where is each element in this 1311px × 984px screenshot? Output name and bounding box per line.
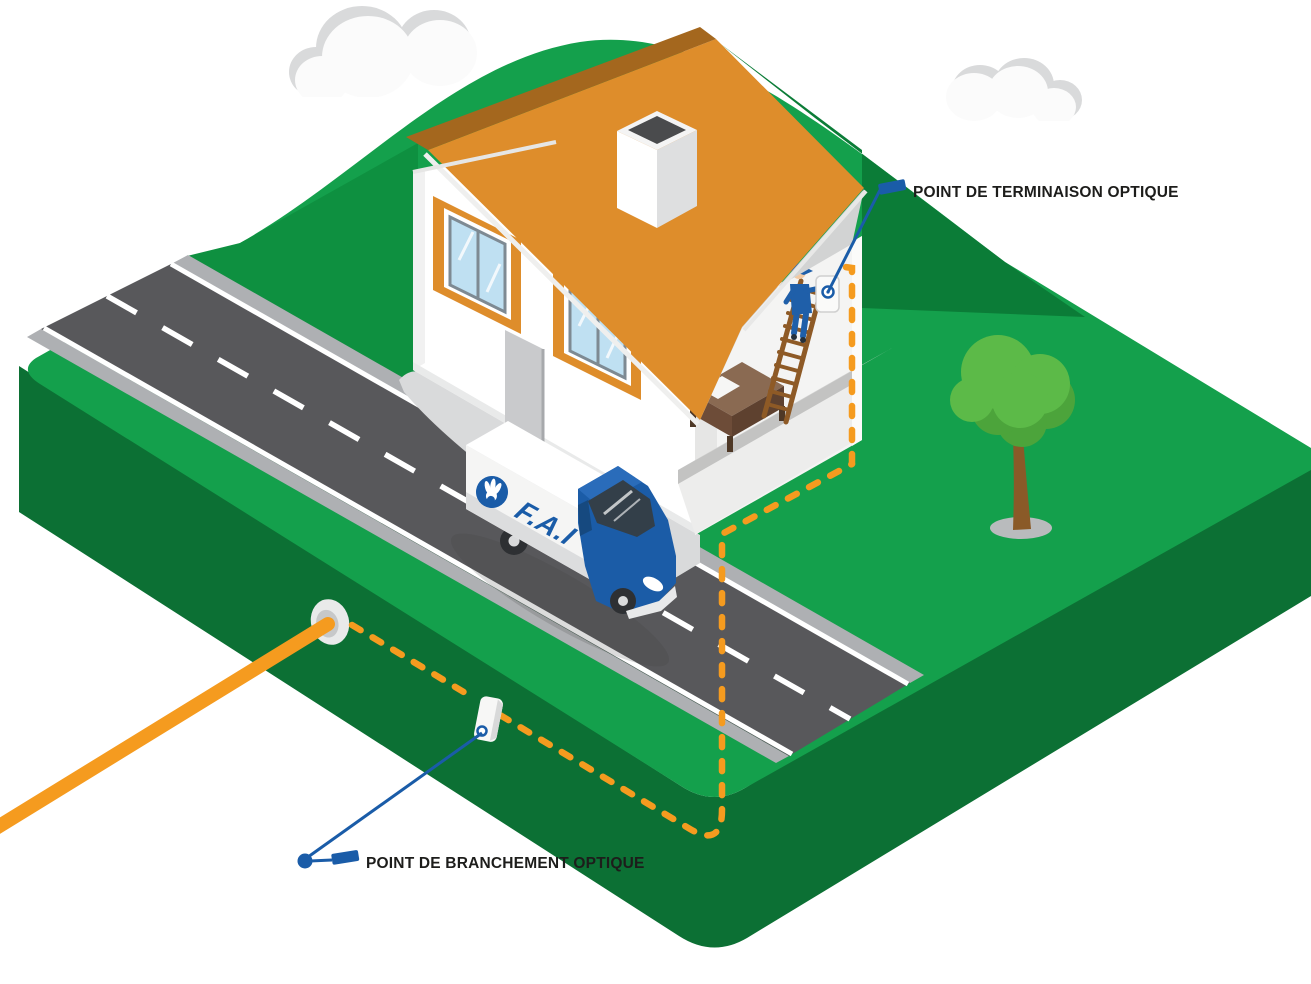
branching-label-group: POINT DE BRANCHEMENT OPTIQUE [297, 731, 645, 872]
road-center-dashed-line [105, 293, 852, 722]
branching-pointer-dot [297, 853, 313, 869]
roof-fascia-cut [742, 189, 868, 332]
termination-pointer-bar [878, 179, 907, 195]
house-wall-left-shade [413, 170, 425, 370]
roof-gable-edge [412, 140, 557, 174]
fiber-dotted-path-underground [348, 460, 856, 839]
branching-pointer-bar [331, 850, 360, 865]
roof-main [428, 39, 864, 420]
roof-fascia-front [423, 152, 700, 426]
van-box-shade-band [466, 492, 612, 592]
fiber-dotted-path-wall [834, 262, 856, 468]
termination-pointer-line [826, 189, 882, 293]
roof-soffit [695, 189, 864, 420]
branching-label: POINT DE BRANCHEMENT OPTIQUE [366, 855, 645, 872]
van-headlight [642, 576, 664, 592]
window-left [433, 196, 521, 334]
chimney-opening [628, 116, 686, 144]
tree [950, 335, 1075, 539]
interior-floor-edge [678, 367, 858, 484]
termination-label-group: POINT DE TERMINAISON OPTIQUE [826, 179, 1179, 293]
tree-foliage [950, 335, 1075, 447]
fai-logo-icon [476, 476, 508, 508]
house-shadow [718, 42, 1085, 317]
termination-label: POINT DE TERMINAISON OPTIQUE [913, 184, 1179, 201]
van-windshield [588, 480, 655, 537]
roof-back-slope [406, 27, 716, 150]
interior-lower-wall [678, 380, 860, 534]
fiber-cable [0, 617, 335, 834]
front-door [505, 330, 543, 447]
house [406, 27, 892, 535]
cloud-right-icon [930, 58, 1100, 147]
chimney [617, 111, 697, 228]
termination-box [815, 275, 840, 313]
fai-van: F.A.I [450, 421, 677, 667]
branching-pointer-line [307, 731, 483, 859]
road-edge-line-southwest [42, 325, 794, 757]
van-bumper [626, 586, 677, 619]
van-cab [578, 466, 677, 619]
curb-southwest [27, 329, 789, 763]
